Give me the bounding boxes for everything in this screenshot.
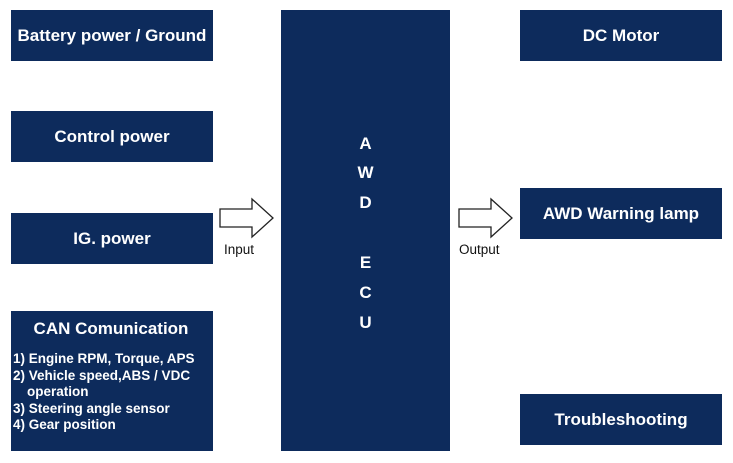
awd-ecu-box: A W D E C U (281, 10, 450, 451)
can-item: 3) Steering angle sensor (13, 400, 170, 416)
can-item: 4) Gear position (13, 417, 116, 432)
can-item: 2) Vehicle speed,ABS / VDC (13, 367, 191, 383)
output-arrow-icon (458, 197, 513, 239)
input-arrow-icon (219, 197, 274, 239)
input-can-communication-box: CAN Comunication 1) Engine RPM, Torque, … (11, 311, 213, 451)
input-label: Input (224, 242, 255, 257)
output-troubleshooting-box: Troubleshooting (520, 394, 722, 445)
input-ig-power-label: IG. power (73, 228, 151, 248)
ecu-letter: D (359, 193, 372, 212)
ecu-letter: A (359, 134, 372, 153)
input-control-power-box: Control power (11, 111, 213, 162)
input-battery-power-box: Battery power / Ground (11, 10, 213, 61)
output-warning-lamp-box: AWD Warning lamp (520, 188, 722, 239)
can-communication-list: 1) Engine RPM, Torque, APS 2) Vehicle sp… (13, 351, 209, 434)
can-item: operation (27, 384, 89, 399)
input-control-power-label: Control power (54, 126, 170, 146)
input-ig-power-box: IG. power (11, 213, 213, 264)
output-troubleshooting-label: Troubleshooting (554, 409, 688, 429)
ecu-letter: W (357, 163, 374, 182)
can-item: 1) Engine RPM, Torque, APS (13, 351, 195, 366)
output-warning-lamp-label: AWD Warning lamp (542, 203, 700, 223)
ecu-letter: C (359, 283, 372, 302)
output-label: Output (459, 242, 500, 257)
can-communication-title: CAN Comunication (33, 319, 189, 338)
ecu-letter: U (359, 313, 372, 332)
input-battery-power-label: Battery power / Ground (17, 25, 207, 45)
output-dc-motor-box: DC Motor (520, 10, 722, 61)
output-dc-motor-label: DC Motor (582, 25, 660, 45)
ecu-letter: E (359, 253, 372, 272)
